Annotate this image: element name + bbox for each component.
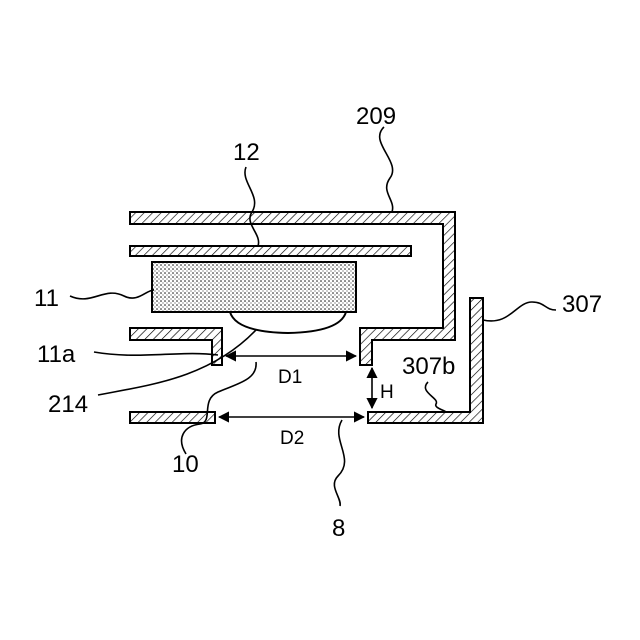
label-12: 12 — [233, 139, 260, 166]
lens-214 — [230, 312, 346, 333]
flange-left — [130, 328, 222, 365]
label-8: 8 — [332, 515, 345, 542]
label-307b: 307b — [402, 353, 455, 380]
label-307: 307 — [562, 291, 602, 318]
leader-11 — [70, 290, 154, 299]
leader-209 — [380, 127, 393, 212]
leader-307 — [483, 302, 556, 321]
leader-307b — [425, 382, 446, 412]
leader-11a — [94, 352, 218, 355]
label-209: 209 — [356, 103, 396, 130]
label-11a: 11a — [37, 341, 76, 368]
leader-8 — [334, 420, 344, 506]
label-d2: D2 — [280, 428, 304, 449]
label-214: 214 — [48, 391, 88, 418]
plate-12 — [130, 246, 411, 256]
block-11 — [152, 262, 356, 312]
plate-8-left — [130, 412, 215, 423]
label-d1: D1 — [278, 367, 302, 388]
leader-12 — [245, 167, 259, 246]
leader-10 — [182, 362, 257, 454]
label-10: 10 — [172, 451, 199, 478]
label-11: 11 — [34, 285, 59, 312]
label-h: H — [380, 382, 394, 403]
